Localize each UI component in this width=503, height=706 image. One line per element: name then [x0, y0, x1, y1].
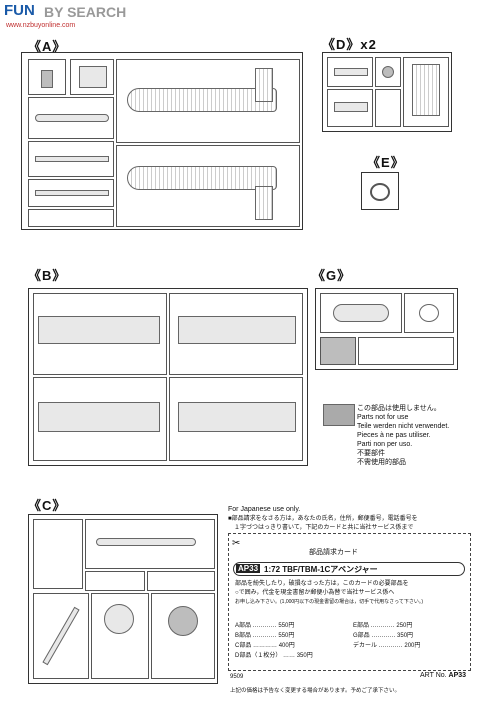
sprue-b-frame	[28, 288, 308, 466]
sprue-g-small-parts	[404, 293, 454, 333]
sprue-g-canopy	[320, 293, 402, 333]
sprue-c-small	[85, 571, 145, 591]
card-info-3: お申し込み下さい。(1,000円以下の現金書留の場合は，切手で代用なさって下さい…	[235, 599, 424, 605]
sprue-c-engine	[91, 593, 149, 679]
watermark-logo: FUN BY SEARCH www.nzbuyonline.com	[0, 0, 180, 36]
sprue-a-frame	[21, 52, 303, 230]
section-b-label: 《B》	[28, 268, 67, 283]
japan-only-title: For Japanese use only.	[228, 506, 301, 513]
japan-instruction-2: １字づつはっきり書いて，下記のカードと共に当社サービス係まで	[234, 525, 414, 531]
sprue-d-small	[375, 89, 401, 127]
section-a-label: 《A》	[28, 39, 67, 54]
section-g-label: 《G》	[312, 268, 352, 283]
product-code: AP33	[236, 564, 261, 573]
catalog-code: 9509	[230, 674, 244, 680]
card-info-1: 部品を紛失したり，破損なさった方は，このカードの必要部品を	[235, 581, 409, 587]
sprue-a-part-1	[28, 59, 66, 95]
wing-upper-right	[169, 293, 303, 375]
product-name: 1:72 TBF/TBM-1Cアベンジャー	[264, 565, 378, 574]
price-row-b: B部品 ………… 550円	[235, 633, 295, 639]
section-d-label: 《D》x2	[322, 37, 377, 52]
wing-lower-right	[169, 377, 303, 461]
sprue-d-part-1	[327, 57, 373, 87]
fuselage-half-right	[116, 145, 300, 227]
sprue-d-frame	[322, 52, 452, 132]
wing-lower-left	[33, 377, 167, 461]
notice-line-ja: この部品は使用しません。	[357, 405, 441, 412]
notice-line-en: Parts not for use	[357, 414, 409, 421]
sprue-a-small-parts	[28, 209, 114, 227]
sprue-g-frame	[315, 288, 458, 370]
scissors-icon: ✂	[232, 538, 241, 549]
card-info-2: ○で囲み，代金を現金書留か郵便小為替で当社サービス係へ	[235, 590, 395, 596]
price-row-e: E部品 ………… 250円	[353, 623, 413, 629]
price-row-g: G部品 ………… 350円	[353, 633, 414, 639]
sprue-c-small-2	[147, 571, 215, 591]
sprue-a-part-3	[28, 97, 114, 139]
product-banner: AP33 1:72 TBF/TBM-1Cアベンジャー	[233, 562, 465, 576]
parts-order-card: 部品請求カード AP33 1:72 TBF/TBM-1Cアベンジャー 部品を紛失…	[228, 533, 471, 671]
sprue-d-panel	[403, 57, 449, 127]
watermark-url: www.nzbuyonline.com	[6, 22, 76, 29]
notice-line-de: Teile werden nicht verwendet.	[357, 423, 450, 430]
sprue-e-frame	[361, 172, 399, 210]
sprue-g-misc	[358, 337, 454, 365]
footer-note: 上記の価格は予告なく変更する場合があります。予めご了承下さい。	[230, 688, 400, 694]
japan-instruction-1: ■部品請求をなさる方は，あなたの氏名，住所，郵便番号，電話番号を	[228, 516, 418, 522]
fuselage-half-left	[116, 59, 300, 143]
price-row-decal: デカール ………… 200円	[353, 643, 421, 649]
price-row-a: A部品 ………… 550円	[235, 623, 295, 629]
sprue-a-part-4	[28, 141, 114, 177]
section-c-label: 《C》	[28, 498, 67, 513]
unused-part-swatch	[323, 404, 355, 426]
watermark-site: FUN	[4, 2, 35, 19]
sprue-c-torpedo	[85, 519, 215, 569]
wing-upper-left	[33, 293, 167, 375]
card-title: 部品請求カード	[309, 549, 358, 556]
propeller-part	[33, 593, 89, 679]
sprue-d-wheel	[375, 57, 401, 87]
sprue-c-cowl	[151, 593, 215, 679]
unused-parts-notice: この部品は使用しません。 Parts not for use Teile wer…	[357, 404, 497, 467]
sprue-g-unused-part	[320, 337, 356, 365]
sprue-c-frame	[28, 514, 218, 684]
watermark-search: BY SEARCH	[44, 4, 127, 20]
section-e-label: 《E》	[367, 155, 405, 170]
sprue-d-part-2	[327, 89, 373, 127]
price-row-d: D部品（１枚分） …… 350円	[235, 653, 313, 659]
art-number: ART No. AP33	[420, 672, 467, 679]
sprue-a-part-5	[28, 179, 114, 207]
notice-line-it: Parti non per uso.	[357, 441, 413, 448]
price-row-c: C部品 ………… 400円	[235, 643, 295, 649]
notice-line-cn: 不要部件	[357, 450, 385, 457]
notice-line-fr: Pieces à ne pas utiliser.	[357, 432, 431, 439]
sprue-c-struts	[33, 519, 83, 589]
notice-line-tw: 不需使用的部品	[357, 459, 406, 466]
sprue-a-part-2	[70, 59, 114, 95]
